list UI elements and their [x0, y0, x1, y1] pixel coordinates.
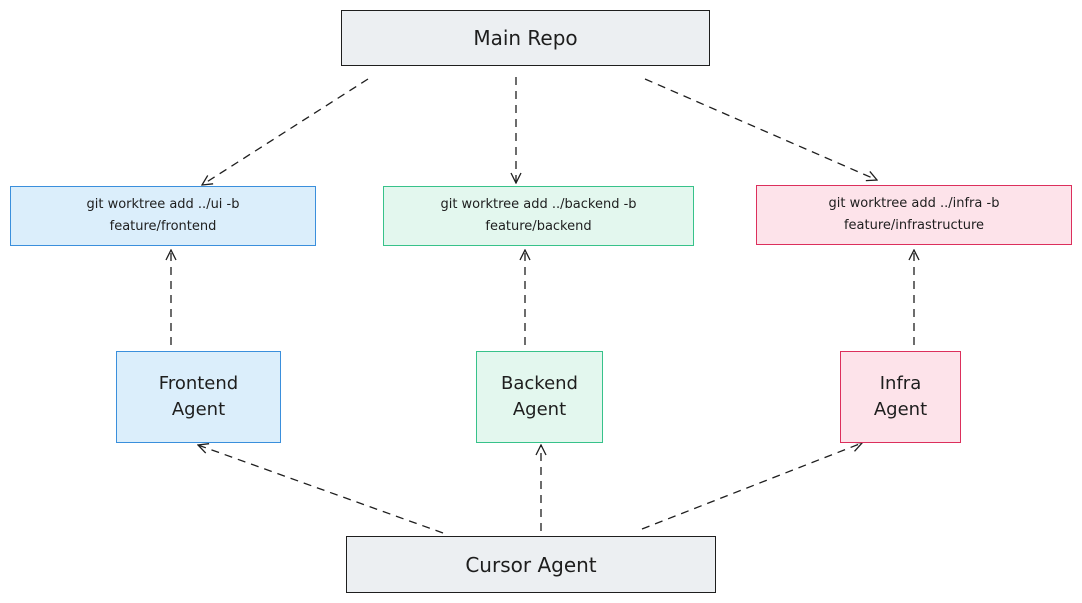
- arrow-main-to-infra-worktree: [644, 78, 877, 180]
- infra-agent-node[interactable]: Infra Agent: [840, 351, 961, 443]
- frontend-worktree-command: git worktree add ../ui -b feature/fronte…: [86, 197, 240, 234]
- cursor-agent-node[interactable]: Cursor Agent: [346, 536, 716, 593]
- arrow-cursor-to-frontend-agent: [198, 445, 444, 534]
- infra-agent-label: Infra Agent: [873, 373, 928, 420]
- backend-agent-label: Backend Agent: [501, 373, 578, 420]
- backend-agent-node[interactable]: Backend Agent: [476, 351, 603, 443]
- main-repo-label: Main Repo: [473, 26, 578, 50]
- arrow-cursor-to-infra-agent: [641, 443, 862, 530]
- frontend-worktree-node[interactable]: git worktree add ../ui -b feature/fronte…: [10, 186, 316, 246]
- cursor-agent-label: Cursor Agent: [465, 552, 597, 577]
- arrow-main-to-frontend-worktree: [202, 78, 369, 185]
- backend-worktree-command: git worktree add ../backend -b feature/b…: [440, 197, 637, 234]
- backend-worktree-node[interactable]: git worktree add ../backend -b feature/b…: [383, 186, 694, 246]
- infra-worktree-node[interactable]: git worktree add ../infra -b feature/inf…: [756, 185, 1072, 245]
- frontend-agent-label: Frontend Agent: [158, 373, 239, 420]
- main-repo-node[interactable]: Main Repo: [341, 10, 710, 66]
- infra-worktree-command: git worktree add ../infra -b feature/inf…: [828, 196, 1000, 233]
- frontend-agent-node[interactable]: Frontend Agent: [116, 351, 281, 443]
